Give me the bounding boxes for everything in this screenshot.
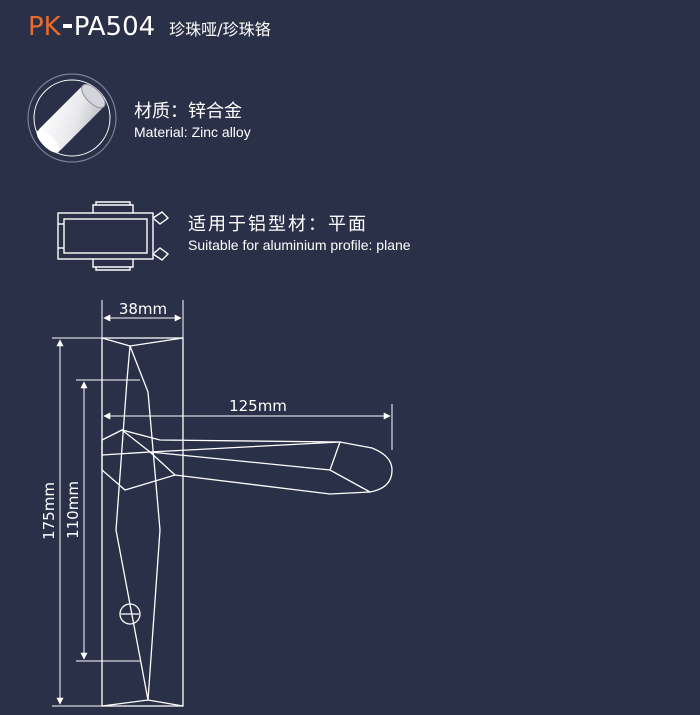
profile-label-en: Suitable for aluminium profile: plane bbox=[188, 237, 411, 253]
backplate-ridge-left bbox=[115, 345, 149, 701]
lever-length-dimension-label: 125mm bbox=[229, 397, 287, 415]
zinc-rod-icon bbox=[27, 73, 117, 163]
thumb-turn-icon bbox=[119, 603, 141, 625]
material-label-en: Material: Zinc alloy bbox=[134, 124, 251, 140]
material-label-cn: 材质：锌合金 bbox=[134, 101, 242, 122]
finish-label: 珍珠哑/珍珠铬 bbox=[169, 20, 271, 39]
backplate-ridge-right bbox=[129, 345, 161, 701]
model-prefix: PK bbox=[28, 12, 61, 42]
material-spec: 材质：锌合金 Material: Zinc alloy bbox=[134, 101, 251, 141]
model-dash bbox=[62, 24, 72, 28]
total-height-dimension-label: 175mm bbox=[40, 482, 58, 540]
lever-root-facet bbox=[101, 451, 151, 456]
model-code: PA504 bbox=[73, 12, 156, 42]
dimension-lines bbox=[52, 300, 393, 707]
product-title: PK PA504 珍珠哑/珍珠铬 bbox=[28, 12, 271, 42]
backplate-outline bbox=[101, 337, 184, 707]
profile-spec: 适用于铝型材：平面 Suitable for aluminium profile… bbox=[188, 214, 411, 254]
handle-drawing bbox=[101, 337, 393, 707]
width-dimension-label: 38mm bbox=[119, 300, 167, 318]
hole-distance-dimension-label: 110mm bbox=[64, 481, 82, 539]
aluminium-profile-icon bbox=[57, 201, 170, 271]
backplate-top-facet bbox=[101, 337, 184, 347]
lever-mid-facet bbox=[149, 451, 176, 476]
lever-tip-facet bbox=[329, 441, 341, 471]
backplate-bottom-facet bbox=[101, 699, 184, 707]
profile-label-cn: 适用于铝型材：平面 bbox=[188, 214, 368, 235]
lever-outline bbox=[101, 429, 393, 495]
